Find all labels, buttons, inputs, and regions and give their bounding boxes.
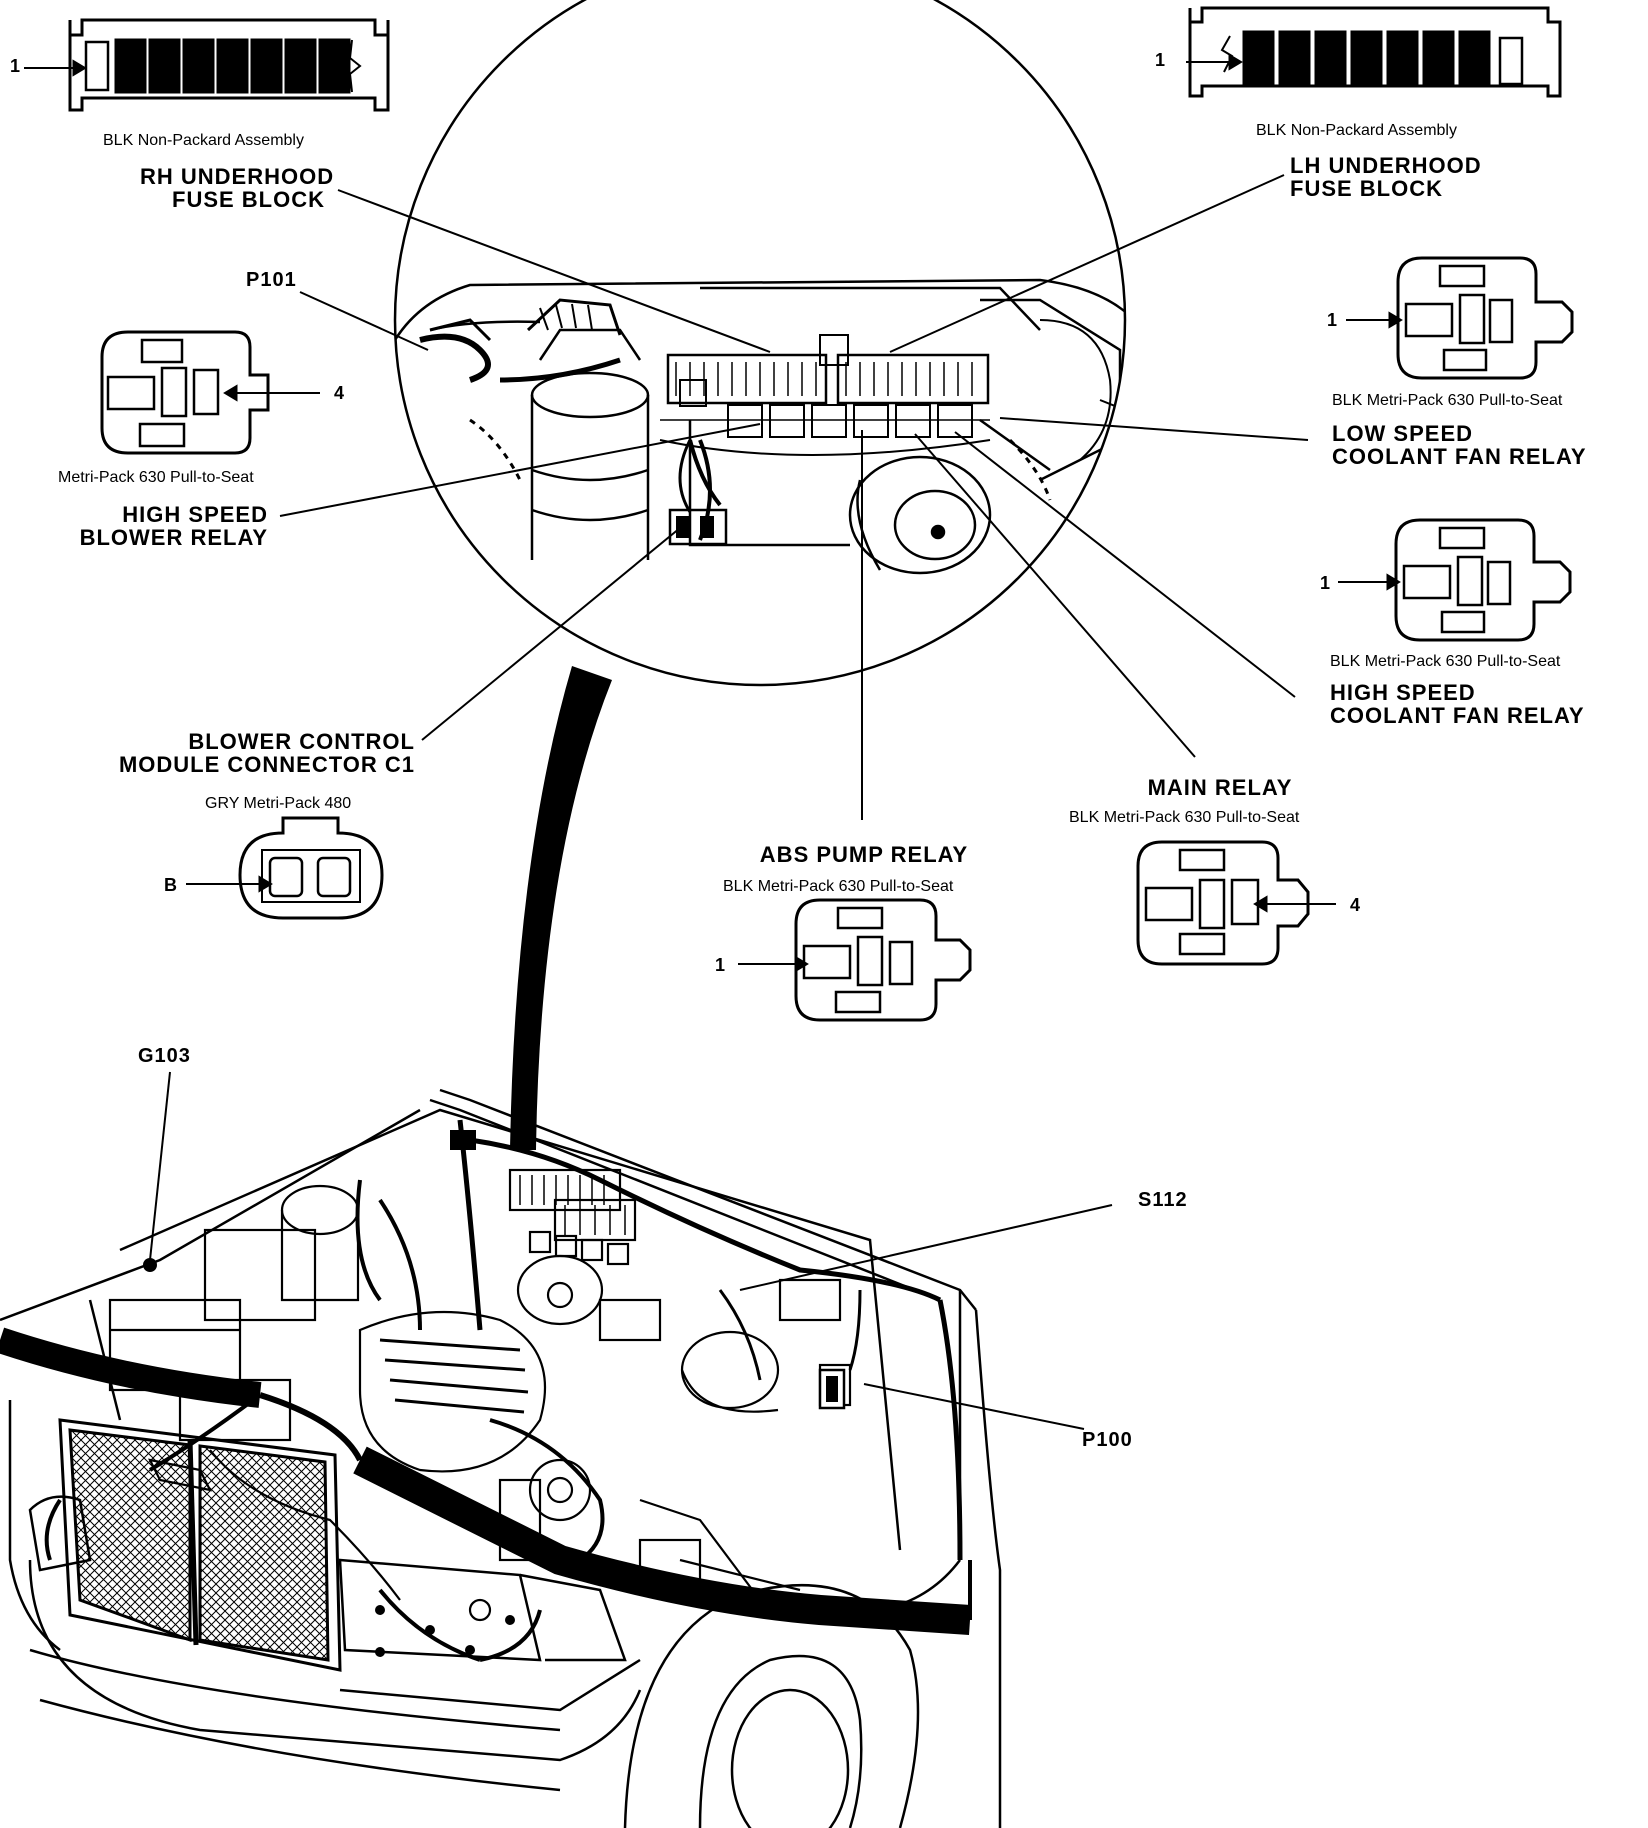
g103-label: G103 bbox=[138, 1045, 191, 1067]
abs-pump-relay-label: ABS PUMP RELAY bbox=[759, 842, 969, 867]
p100-label: P100 bbox=[1082, 1429, 1133, 1451]
p101-label: P101 bbox=[246, 269, 297, 291]
main-relay-connector bbox=[1136, 840, 1336, 966]
wiring-harness bbox=[0, 1119, 972, 1662]
lh-fuse-assembly-pin: 1 bbox=[1155, 50, 1166, 70]
radiator-grille bbox=[58, 1418, 342, 1672]
harness-connectors bbox=[143, 1130, 846, 1657]
high-speed-blower-relay-label: HIGH SPEED BLOWER RELAY bbox=[79, 502, 268, 551]
magnifier-pointer-band bbox=[510, 666, 612, 1150]
high-speed-coolant-fan-relay-pin: 1 bbox=[1320, 573, 1331, 593]
main-relay-caption: BLK Metri-Pack 630 Pull-to-Seat bbox=[1069, 809, 1300, 826]
high-speed-coolant-fan-relay-connector bbox=[1338, 518, 1572, 642]
blower-control-module-pin: B bbox=[164, 875, 177, 895]
high-speed-blower-relay-caption: Metri-Pack 630 Pull-to-Seat bbox=[58, 469, 254, 486]
rh-fuse-assembly-connector bbox=[24, 18, 390, 112]
leader-lines bbox=[149, 174, 1309, 1430]
abs-pump-relay-caption: BLK Metri-Pack 630 Pull-to-Seat bbox=[723, 878, 954, 895]
low-speed-coolant-fan-relay-connector bbox=[1346, 256, 1574, 380]
low-speed-coolant-fan-relay-caption: BLK Metri-Pack 630 Pull-to-Seat bbox=[1332, 392, 1563, 409]
main-relay-label: MAIN RELAY bbox=[1147, 775, 1293, 800]
abs-pump-relay-pin: 1 bbox=[715, 955, 726, 975]
high-speed-coolant-fan-relay-caption: BLK Metri-Pack 630 Pull-to-Seat bbox=[1330, 653, 1561, 670]
high-speed-coolant-fan-relay-label: HIGH SPEED COOLANT FAN RELAY bbox=[1330, 680, 1585, 729]
low-speed-coolant-fan-relay-label: LOW SPEED COOLANT FAN RELAY bbox=[1332, 421, 1587, 470]
low-speed-coolant-fan-relay-pin: 1 bbox=[1327, 310, 1338, 330]
vehicle-front-view bbox=[0, 1088, 1002, 1828]
rh-fuse-assembly-caption: BLK Non-Packard Assembly bbox=[103, 132, 304, 149]
magnified-detail-circle bbox=[393, 0, 1127, 687]
abs-pump-relay-connector bbox=[738, 898, 972, 1022]
high-speed-blower-relay-connector bbox=[100, 330, 320, 455]
rh-underhood-fuse-block-label: RH UNDERHOOD FUSE BLOCK bbox=[140, 164, 335, 213]
rh-fuse-assembly-pin: 1 bbox=[10, 56, 21, 76]
blower-control-module-caption: GRY Metri-Pack 480 bbox=[205, 795, 352, 812]
main-relay-pin: 4 bbox=[1350, 895, 1361, 915]
blower-control-module-label: BLOWER CONTROL MODULE CONNECTOR C1 bbox=[118, 729, 415, 778]
engine-bay-components bbox=[108, 1168, 852, 1622]
high-speed-blower-relay-pin: 4 bbox=[334, 383, 345, 403]
lh-fuse-assembly-caption: BLK Non-Packard Assembly bbox=[1256, 122, 1457, 139]
lh-underhood-fuse-block-label: LH UNDERHOOD FUSE BLOCK bbox=[1290, 153, 1482, 202]
blower-control-module-connector bbox=[186, 816, 384, 920]
s112-label: S112 bbox=[1138, 1189, 1188, 1211]
lh-fuse-assembly-connector bbox=[1186, 6, 1562, 98]
